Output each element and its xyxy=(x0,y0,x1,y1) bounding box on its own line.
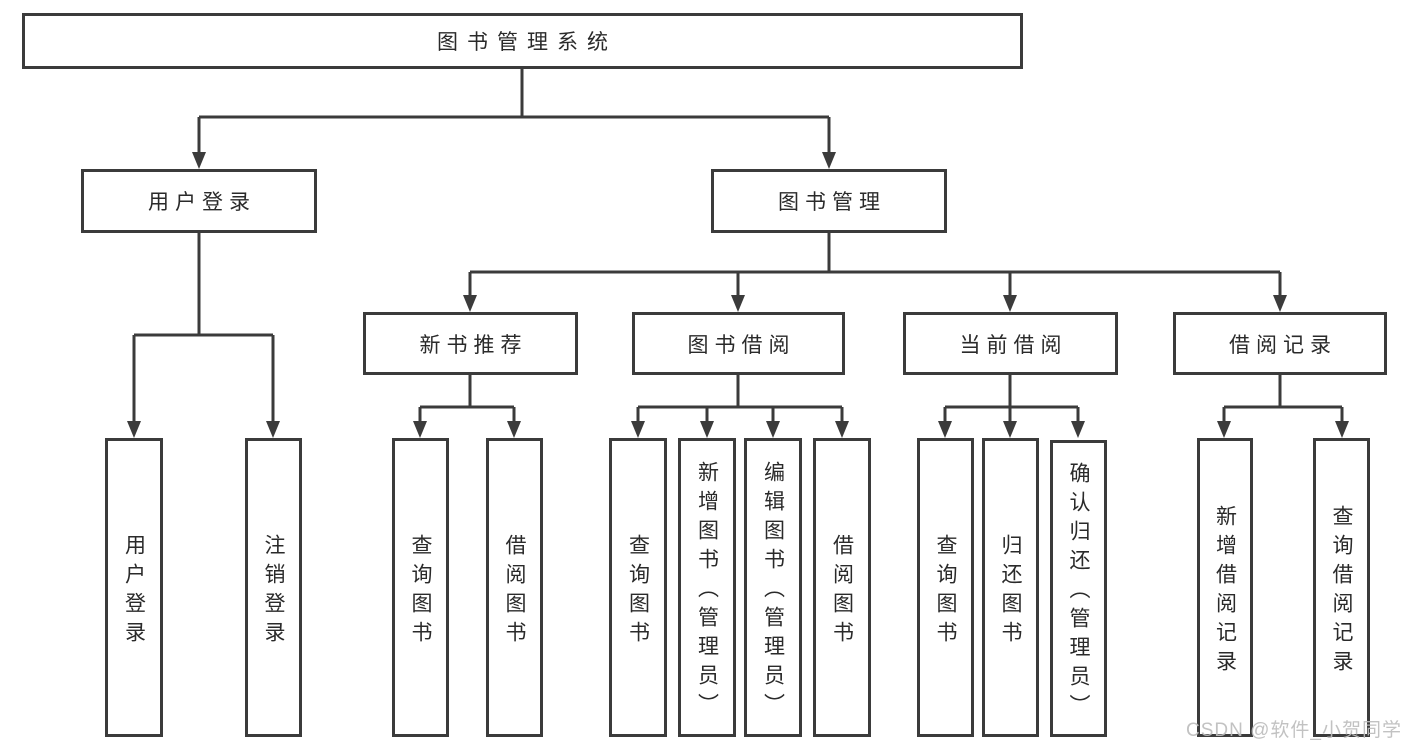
leaf-label: 查询借阅记录 xyxy=(1330,504,1353,679)
leaf-records-add-record: 新增借阅记录 xyxy=(1197,438,1253,737)
node-book-borrowing: 图书借阅 xyxy=(632,312,845,375)
leaf-label: 查询图书 xyxy=(409,533,432,650)
leaf-label: 编辑图书（管理员） xyxy=(761,461,785,722)
leaf-records-query-record: 查询借阅记录 xyxy=(1313,438,1370,737)
node-label: 图书管理系统 xyxy=(437,31,617,54)
leaf-borrowing-borrow-books: 借阅图书 xyxy=(813,438,871,737)
node-current-borrowing: 当前借阅 xyxy=(903,312,1118,375)
leaf-label: 新增借阅记录 xyxy=(1213,504,1237,679)
leaf-label: 注销登录 xyxy=(262,533,285,650)
node-label: 图书管理 xyxy=(778,191,886,214)
leaf-logout-login: 注销登录 xyxy=(245,438,302,737)
node-user-login: 用户登录 xyxy=(81,169,317,233)
node-new-book-recommend: 新书推荐 xyxy=(363,312,578,375)
arrowheads xyxy=(127,152,1349,438)
node-label: 新书推荐 xyxy=(419,333,528,357)
node-book-management: 图书管理 xyxy=(711,169,947,233)
leaf-label: 确认归还（管理员） xyxy=(1067,462,1090,723)
leaf-current-confirm-return-admin: 确认归还（管理员） xyxy=(1050,440,1107,737)
leaf-newbooks-borrow-books: 借阅图书 xyxy=(486,438,543,737)
leaf-label: 新增图书（管理员） xyxy=(695,461,719,722)
leaf-current-query-books: 查询图书 xyxy=(917,438,974,737)
leaf-label: 查询图书 xyxy=(934,533,957,650)
leaf-borrowing-query-books: 查询图书 xyxy=(609,438,667,737)
leaf-label: 借阅图书 xyxy=(503,533,526,650)
node-label: 图书借阅 xyxy=(687,333,796,357)
node-book-management-system: 图书管理系统 xyxy=(22,13,1023,69)
node-borrowing-records: 借阅记录 xyxy=(1173,312,1387,375)
node-label: 用户登录 xyxy=(148,191,256,214)
leaf-label: 查询图书 xyxy=(626,533,650,650)
node-label: 当前借阅 xyxy=(959,333,1068,357)
leaf-label: 归还图书 xyxy=(999,533,1022,650)
leaf-borrowing-edit-books-admin: 编辑图书（管理员） xyxy=(744,438,802,737)
csdn-watermark: CSDN @软件_小贺同学 xyxy=(1186,720,1402,741)
leaf-newbooks-query-books: 查询图书 xyxy=(392,438,449,737)
leaf-label: 借阅图书 xyxy=(830,533,854,650)
leaf-user-login: 用户登录 xyxy=(105,438,163,737)
node-label: 借阅记录 xyxy=(1229,333,1337,357)
leaf-label: 用户登录 xyxy=(122,533,146,650)
leaf-current-return-books: 归还图书 xyxy=(982,438,1039,737)
leaf-borrowing-add-books-admin: 新增图书（管理员） xyxy=(678,438,736,737)
